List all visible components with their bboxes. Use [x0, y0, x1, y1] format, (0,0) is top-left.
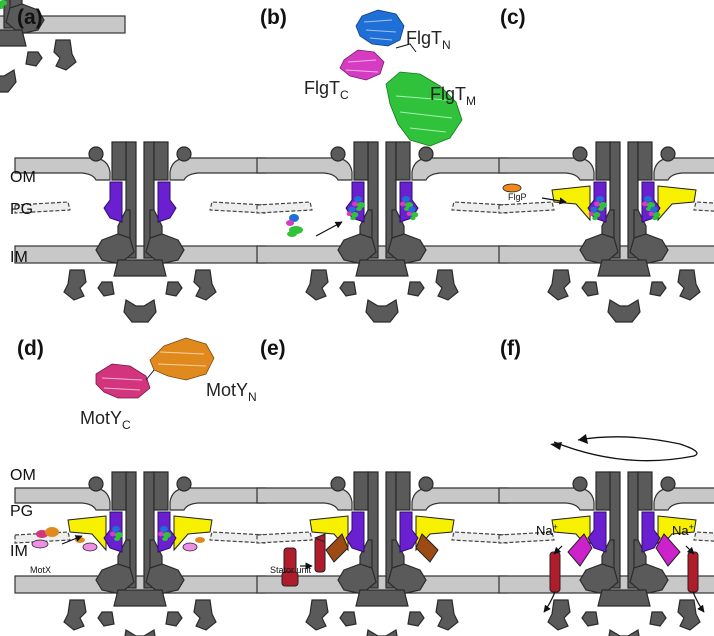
panel-label-f: (f)	[500, 337, 521, 360]
motx-label: MotX	[30, 565, 51, 575]
flgp-label: FlgP	[508, 192, 527, 202]
pg-label-top: PG	[10, 201, 33, 218]
na-ion-left: Na+	[536, 522, 558, 538]
panel-a	[14, 141, 266, 323]
moty-n-label: MotYN	[206, 380, 257, 404]
flgt-structure: FlgTN FlgTC FlgTM	[304, 9, 476, 147]
panel-label-b: (b)	[260, 6, 287, 29]
na-ion-right: Na+	[672, 522, 694, 538]
om-label-bottom: OM	[10, 467, 36, 484]
moty-c-label: MotYC	[80, 408, 131, 432]
stator-label: Stator unit	[270, 565, 312, 575]
panel-b	[256, 141, 508, 323]
pg-label-bottom: PG	[10, 503, 33, 520]
free-motx-moty	[31, 527, 59, 549]
stator-unit-moving	[313, 533, 326, 573]
om-label-top: OM	[10, 169, 36, 186]
panel-c	[498, 141, 714, 323]
panel-e	[256, 471, 508, 636]
panel-label-e: (e)	[260, 337, 286, 360]
panel-label-c: (c)	[500, 6, 526, 29]
flgp-protein	[502, 183, 522, 193]
free-flgt	[286, 214, 303, 237]
im-label-top: IM	[10, 249, 28, 266]
panel-d	[14, 471, 266, 636]
panel-label-a: (a)	[17, 6, 43, 29]
flgt-n-label: FlgTN	[406, 28, 451, 52]
flgt-m-label: FlgTM	[430, 84, 476, 108]
flgt-cluster	[0, 0, 7, 9]
moty-structure: MotYC MotYN	[80, 337, 257, 432]
panel-f	[498, 434, 714, 636]
motor-base	[0, 0, 126, 93]
stator-unit-free	[281, 547, 299, 587]
im-label-bottom: IM	[10, 543, 28, 560]
flgt-c-label: FlgTC	[304, 78, 349, 102]
panel-label-d: (d)	[17, 337, 44, 360]
